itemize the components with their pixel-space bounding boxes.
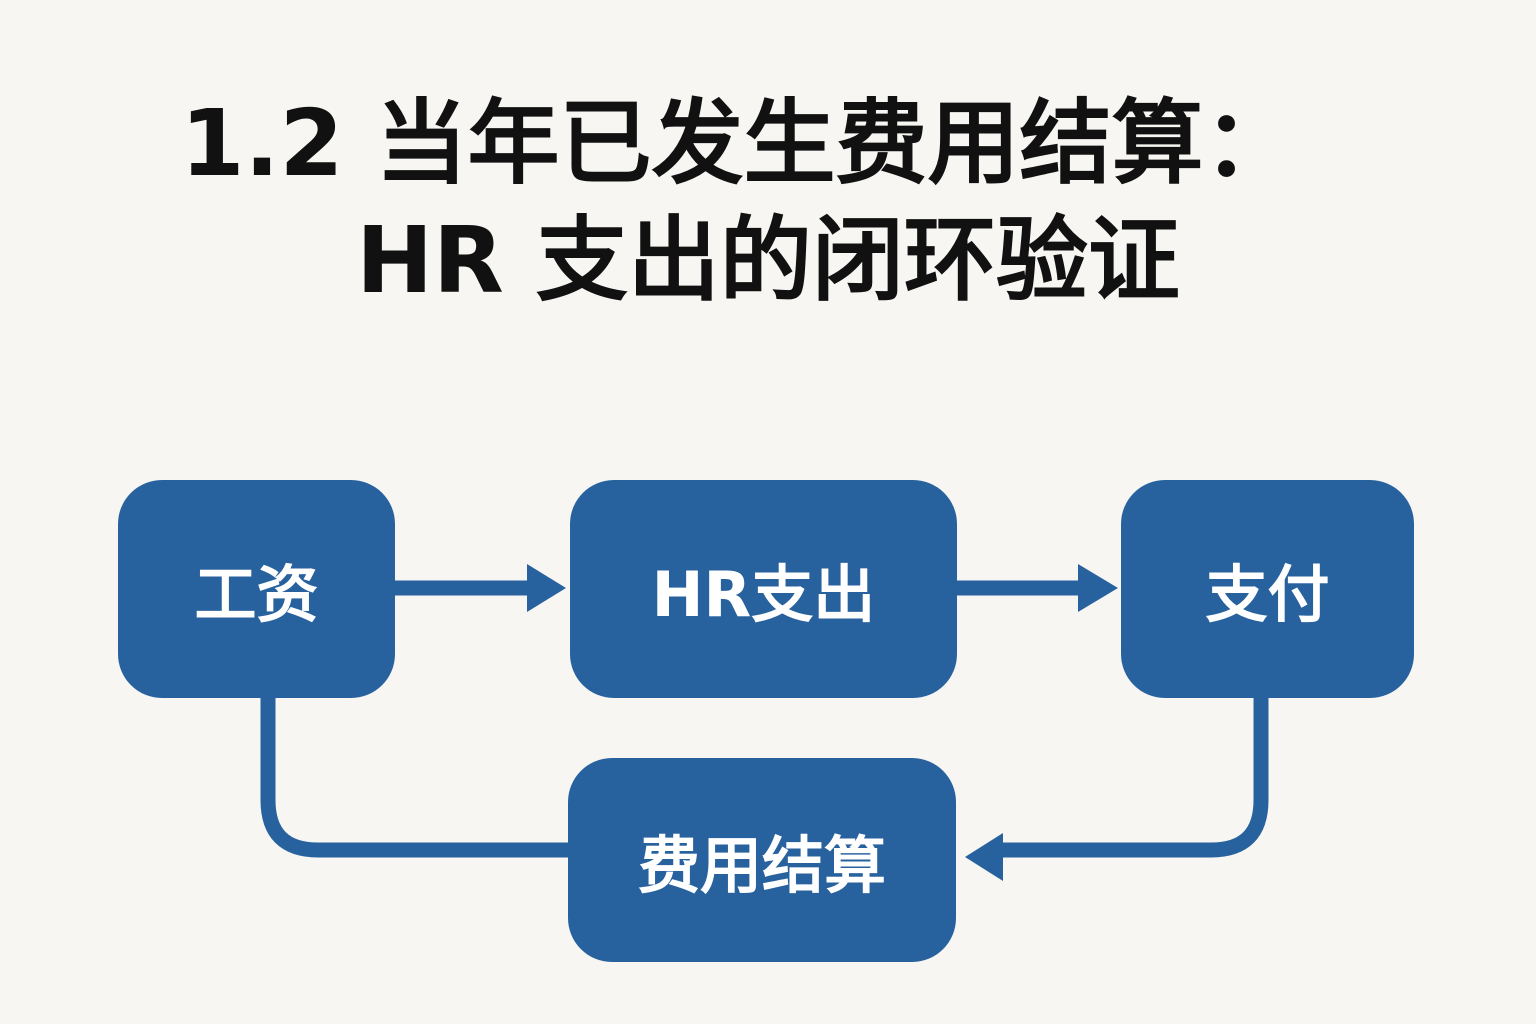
node-hr-expense-label: HR支出 [651, 558, 876, 631]
arrowhead-to-hr [527, 564, 566, 612]
arrowhead-to-settlement [965, 833, 1003, 881]
edge-salary-to-settlement [260, 698, 570, 858]
page-title-line2: HR 支出的闭环验证 [356, 207, 1180, 314]
node-salary-label: 工资 [194, 558, 319, 631]
node-settlement-label: 费用结算 [637, 829, 886, 902]
node-payment-label: 支付 [1205, 558, 1330, 631]
node-hr-expense: HR支出 [570, 480, 957, 698]
node-settlement: 费用结算 [568, 758, 956, 962]
edge-payment-to-settlement [1000, 698, 1269, 858]
node-salary: 工资 [118, 480, 395, 698]
node-payment: 支付 [1121, 480, 1414, 698]
page-title-line1: 1.2 当年已发生费用结算： [180, 90, 1296, 197]
arrowhead-to-payment [1078, 564, 1118, 612]
